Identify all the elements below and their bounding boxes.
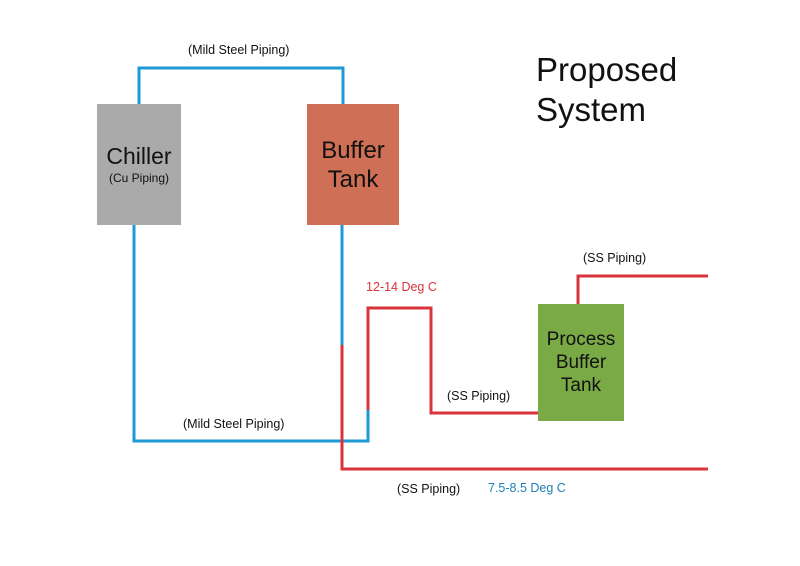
title-line-1: Proposed [536, 51, 678, 88]
supply-temperature-label: 7.5-8.5 Deg C [488, 481, 566, 495]
process-buffer-tank-box: Process Buffer Tank [538, 304, 624, 421]
return-ss-pipe [366, 306, 538, 415]
bottom-mild-steel-pipe [132, 225, 370, 443]
supply-ss-pipe [340, 345, 708, 471]
top-pipe-label: (Mild Steel Piping) [188, 43, 290, 57]
diagram-title: Proposed System [536, 50, 677, 130]
process-buffer-tank-label-line-1: Process [546, 329, 616, 350]
chiller-piping-note: (Cu Piping) [108, 171, 170, 185]
process-outlet-pipe-label: (SS Piping) [583, 251, 647, 265]
chiller-label: Chiller [106, 143, 172, 169]
title-line-2: System [536, 91, 647, 128]
process-outlet-ss-pipe [576, 274, 708, 304]
return-temperature-label: 12-14 Deg C [366, 280, 437, 294]
buffer-tank-label-line-1: Buffer [321, 136, 385, 164]
chiller-box: Chiller (Cu Piping) [97, 104, 181, 225]
bottom-pipe-label: (Mild Steel Piping) [183, 417, 285, 431]
top-mild-steel-pipe [137, 66, 345, 104]
supply-pipe-label: (SS Piping) [397, 482, 461, 496]
process-buffer-tank-label-line-2: Buffer [555, 352, 607, 373]
buffer-tank-box: Buffer Tank [307, 104, 399, 225]
process-buffer-tank-label-line-3: Tank [560, 375, 602, 396]
buffer-tank-label-line-2: Tank [327, 165, 379, 193]
process-inlet-pipe-label: (SS Piping) [447, 389, 511, 403]
